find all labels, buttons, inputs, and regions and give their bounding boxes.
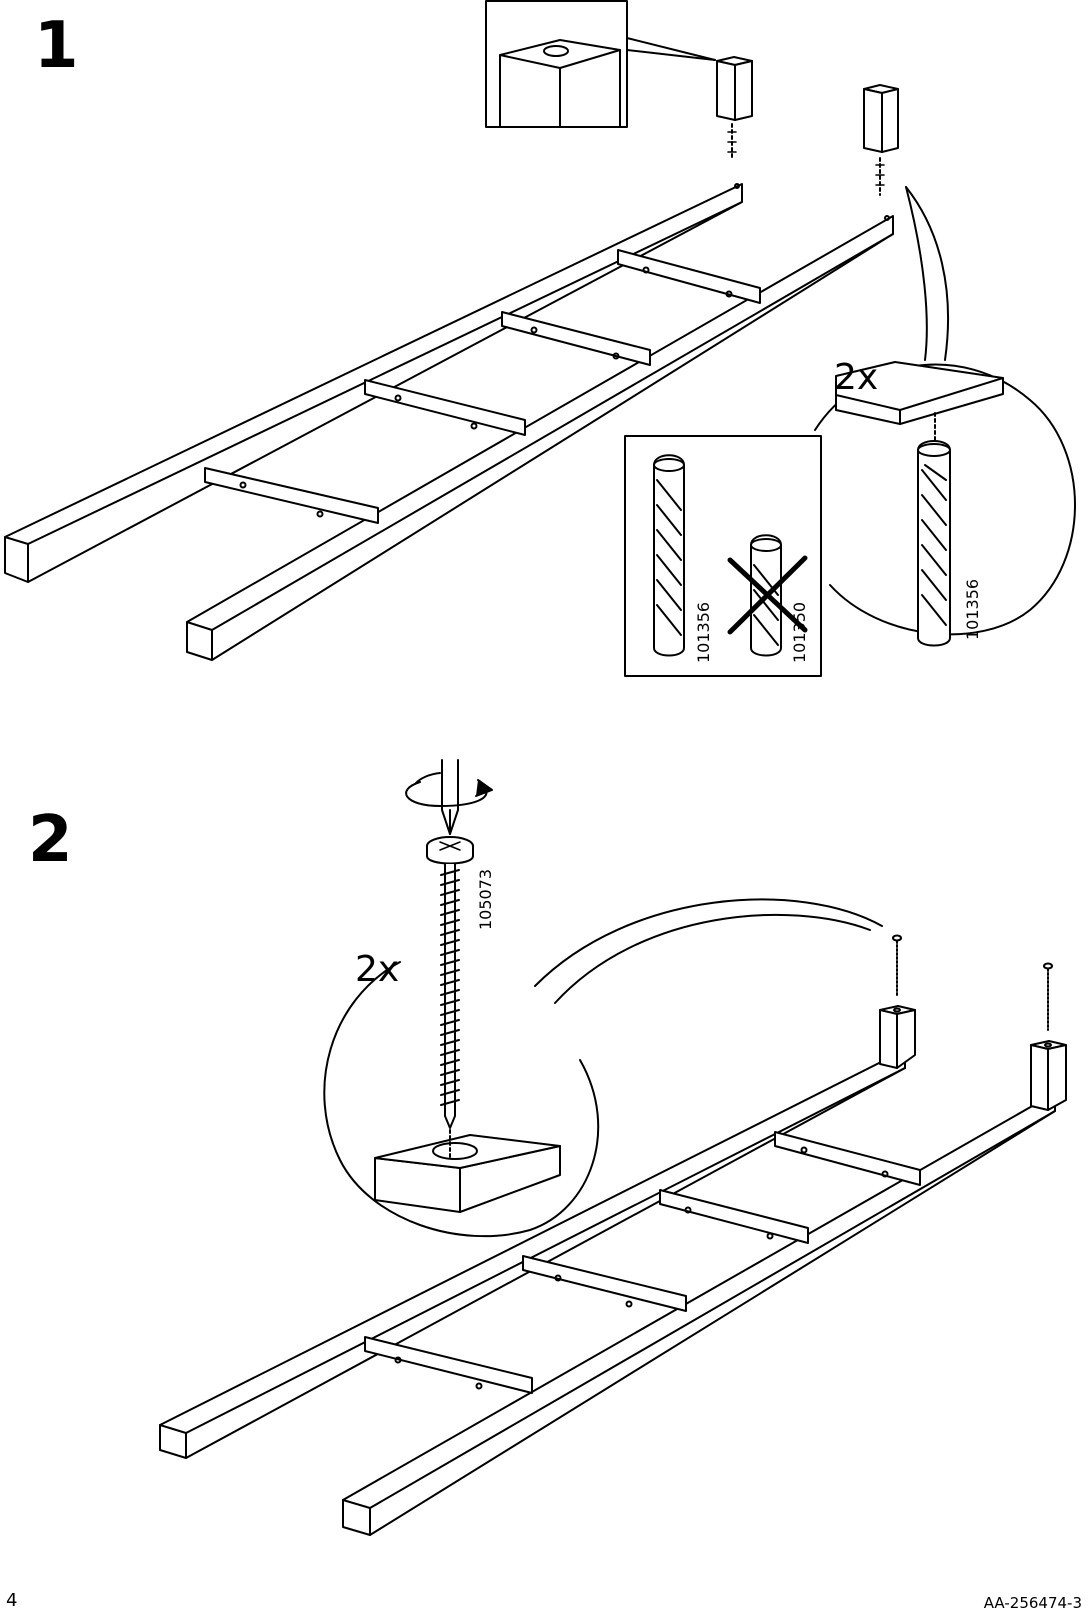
part-number: 101350 — [790, 602, 809, 663]
quantity-label: 2x — [355, 952, 399, 988]
page-number: 4 — [6, 1590, 17, 1611]
step-number: 1 — [34, 14, 79, 78]
step2-magnify-circle — [324, 760, 882, 1236]
step1-detail-inset — [486, 1, 715, 127]
document-code: AA-256474-3 — [984, 1594, 1082, 1612]
screw-icon — [427, 837, 473, 1160]
part-number: 105073 — [476, 869, 495, 930]
part-number: 101356 — [963, 579, 982, 640]
part-number: 101356 — [694, 602, 713, 663]
step2-ladder-frame — [160, 936, 1066, 1536]
step1-leg-blocks — [717, 57, 898, 195]
step-number: 2 — [28, 808, 73, 872]
screwdriver-icon — [442, 760, 458, 834]
dowel-icon — [918, 441, 950, 646]
quantity-label: 2x — [834, 360, 878, 396]
